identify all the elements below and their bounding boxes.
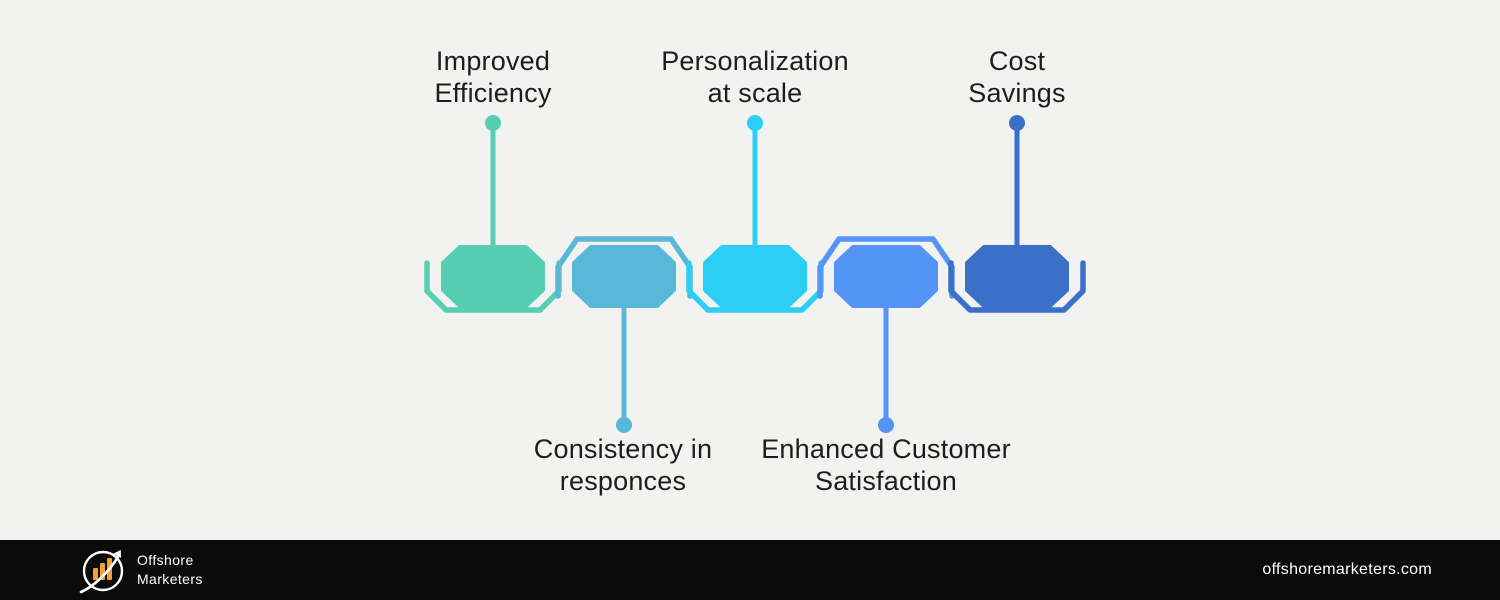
label-line: Cost (988, 46, 1046, 76)
brand-name-line2: Marketers (137, 571, 203, 587)
brand: Offshore Marketers (78, 545, 203, 595)
label-line: Consistency in (533, 434, 713, 464)
connector-dot (485, 115, 501, 131)
logo-bar (93, 568, 98, 580)
brand-name-line1: Offshore (137, 552, 194, 568)
node-consistency-in-responces (572, 245, 676, 308)
node-label-consistency-in-responces: Consistency in responces (534, 433, 712, 497)
node-label-enhanced-customer-satisfaction: Enhanced Customer Satisfaction (761, 433, 1011, 497)
label-line: Savings (968, 78, 1066, 108)
label-line: responces (559, 466, 687, 496)
label-line: Satisfaction (815, 466, 957, 496)
node-cost-savings (965, 245, 1069, 308)
logo-arrow-head (113, 549, 122, 558)
node-enhanced-customer-satisfaction (834, 245, 938, 308)
link-outline (948, 260, 1086, 313)
logo-circle (82, 550, 124, 592)
brand-name: Offshore Marketers (137, 551, 203, 589)
label-line: Enhanced Customer (761, 434, 1011, 464)
connector-dot (878, 417, 894, 433)
node-label-cost-savings: Cost Savings (968, 45, 1065, 109)
connector-dot (1009, 115, 1025, 131)
node-personalization-at-scale (703, 245, 807, 308)
node-label-improved-efficiency: Improved Efficiency (434, 45, 551, 109)
node-label-personalization-at-scale: Personalization at scale (661, 45, 849, 109)
logo-arrow-shaft (79, 555, 120, 594)
label-line: Efficiency (434, 78, 552, 108)
website-url: offshoremarketers.com (1262, 561, 1432, 578)
connector-dot (747, 115, 763, 131)
connectors (485, 115, 1025, 433)
chain-nodes (441, 245, 1069, 308)
label-line: Personalization (661, 46, 849, 76)
connector-dot (616, 417, 632, 433)
node-improved-efficiency (441, 245, 545, 308)
label-line: Improved (435, 46, 551, 76)
chain-links (424, 236, 1086, 313)
label-line: at scale (707, 78, 803, 108)
brand-logo-icon (79, 549, 124, 594)
footer-bar: Offshore Marketers offshoremarketers.com (0, 540, 1500, 600)
